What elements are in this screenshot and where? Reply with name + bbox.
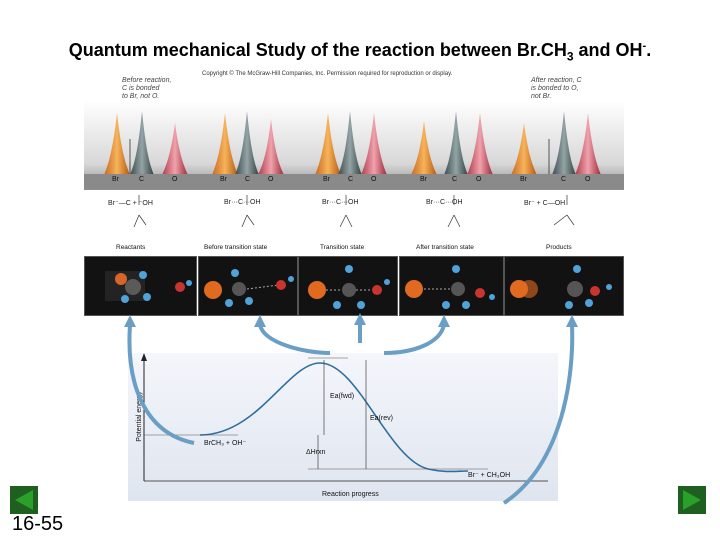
cone-group-3 (315, 111, 387, 175)
cone-label: O (268, 176, 273, 183)
cone-label-bar: Br C O Br C O Br C O Br C O Br C O (84, 174, 624, 189)
oxygen-cone (575, 113, 601, 175)
molecule-panel-after-ts (399, 256, 504, 316)
cone-label: O (172, 176, 177, 183)
cone-label: Br (112, 176, 119, 183)
cone-group-5 (511, 111, 601, 175)
formula-ts: Br···C···OH (322, 199, 359, 206)
oxygen-cone (162, 123, 188, 175)
cone-label: C (452, 176, 457, 183)
left-triangle-icon (10, 486, 38, 514)
cone-label: Br (420, 176, 427, 183)
copyright-note: Copyright © The McGraw-Hill Companies, I… (202, 71, 452, 77)
slide-number: 16-55 (12, 513, 63, 536)
cone-label: Br (220, 176, 227, 183)
bromine-cone (104, 113, 130, 175)
stage-before-ts: Before transition state (204, 244, 267, 251)
carbon-cone (338, 111, 362, 175)
cone-label: C (139, 176, 144, 183)
carbon-cone (130, 111, 154, 175)
carbon-cone (552, 111, 576, 175)
carbon-cone (444, 111, 468, 175)
oxygen-cone (361, 113, 387, 175)
molecule-panel-reactants (84, 256, 197, 316)
cone-label: C (561, 176, 566, 183)
stage-products: Products (546, 244, 572, 251)
cone-label: C (245, 176, 250, 183)
cone-label: O (585, 176, 590, 183)
formula-before-ts: Br···C···OH (224, 199, 261, 206)
formula-after-ts: Br···C···OH (426, 199, 463, 206)
stage-ts: Transition state (320, 244, 364, 251)
bromine-cone (511, 123, 537, 175)
oxygen-cone (467, 113, 493, 175)
cone-label: Br (520, 176, 527, 183)
cone-group-2 (212, 111, 284, 175)
previous-slide-button[interactable] (10, 486, 38, 514)
right-triangle-icon (678, 486, 706, 514)
slide-title: Quantum mechanical Study of the reaction… (0, 40, 720, 64)
cone-label: Br (323, 176, 330, 183)
stage-reactants: Reactants (116, 244, 145, 251)
arrow-to-reactants (129, 325, 194, 443)
formula-products: Br⁻ + C—OH (524, 199, 565, 207)
bromine-cone (212, 113, 238, 175)
cone-label: O (476, 176, 481, 183)
cone-label: C (348, 176, 353, 183)
formula-reactants: Br⁻—C + ⁻OH (108, 199, 153, 207)
arrow-to-after-ts (384, 325, 444, 353)
cone-group-4 (411, 111, 493, 175)
arrow-to-before-ts (260, 325, 330, 353)
molecule-panel-before-ts (198, 256, 298, 316)
linking-arrows (84, 313, 624, 513)
molecule-panels (84, 256, 624, 316)
caption-after: After reaction, C is bonded to O, not Br… (531, 77, 582, 101)
molecule-panel-ts (298, 256, 398, 316)
molecule-panel-products (504, 256, 624, 316)
oxygen-cone (258, 119, 284, 175)
carbon-cone (235, 111, 259, 175)
bromine-cone (411, 121, 437, 175)
next-slide-button[interactable] (678, 486, 706, 514)
stage-after-ts: After transition state (416, 244, 474, 251)
caption-before: Before reaction, C is bonded to Br, not … (122, 77, 171, 101)
reaction-figure: Copyright © The McGraw-Hill Companies, I… (84, 63, 624, 508)
cone-label: O (371, 176, 376, 183)
arrow-to-products (504, 325, 572, 503)
bromine-cone (315, 113, 341, 175)
cone-group-1 (104, 111, 188, 175)
